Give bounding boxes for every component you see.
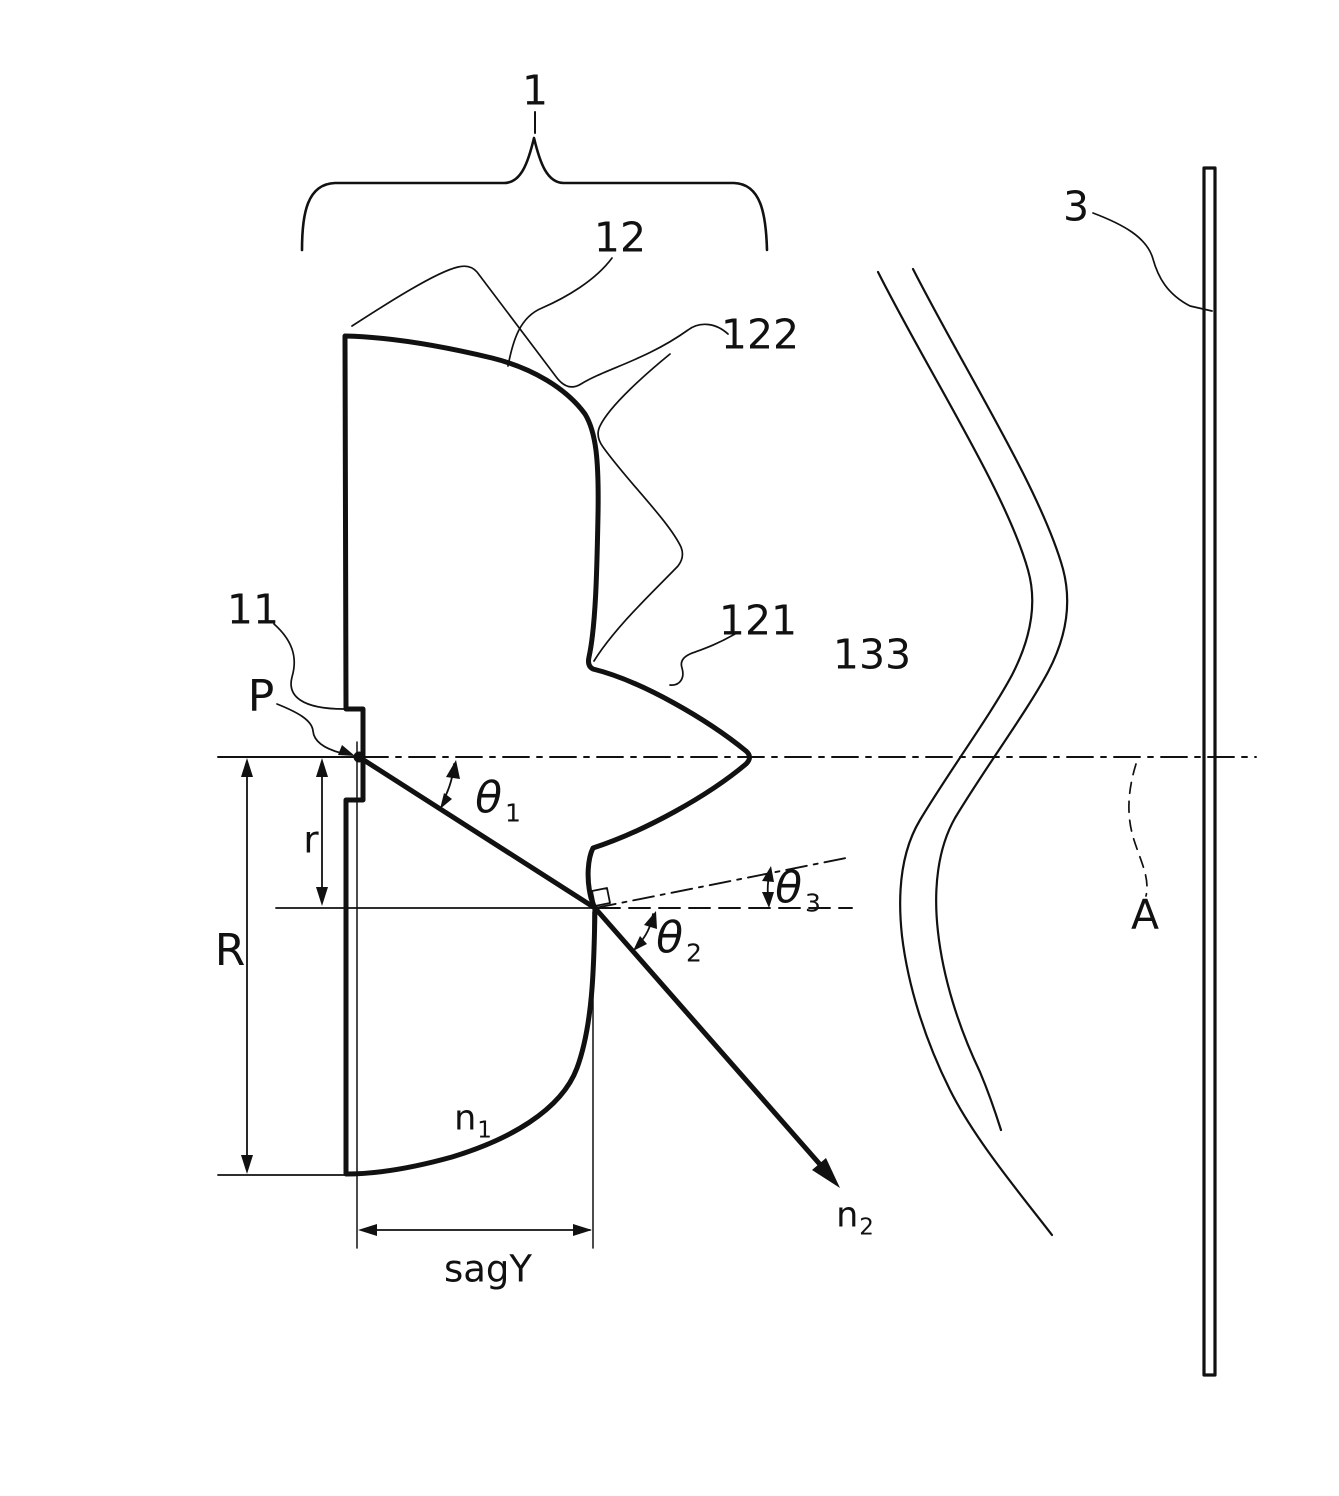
light-band-right-curve [911,267,1069,1132]
light-band-left-curve [876,270,1054,1237]
flange-outline-upper [351,265,729,388]
n2-symbol: n [836,1195,859,1236]
theta2-symbol: θ [656,912,684,964]
dimension-sagY [358,1224,592,1236]
label-lens-group: 1 [521,66,549,115]
sensor-plate [1202,166,1217,1377]
leader-P [276,703,355,756]
label-axis-a: A [1130,890,1160,939]
ray-arrowhead [812,1158,840,1188]
label-plate-3: 3 [1062,182,1090,231]
leader-12 [507,257,613,367]
leader-3 [1092,212,1213,312]
n1-symbol: n [454,1098,477,1139]
surface-normal-dashdot [594,856,852,909]
theta2-subscript: 2 [686,938,702,968]
angle-theta1-arc [440,760,460,809]
theta1-subscript: 1 [505,798,521,828]
theta3-symbol: θ [775,862,803,914]
right-angle-marker [591,887,611,907]
label-region-133: 133 [832,630,912,679]
n2-subscript: 2 [859,1214,874,1241]
label-n1: n1 [454,1098,492,1144]
label-surface-122: 122 [720,310,800,359]
angle-theta3-arrow [762,866,774,908]
dimension-R [241,758,253,1174]
leader-121 [669,633,736,686]
dimension-r [316,758,328,906]
label-radius-R: R [214,925,246,976]
label-n2: n2 [836,1195,874,1241]
lens-group-brace [300,136,769,252]
lens-body-outline [342,333,752,1177]
flange-outline-lower [593,353,684,662]
leader-11 [273,623,345,710]
label-point-p: P [247,671,275,722]
n1-subscript: 1 [477,1117,492,1144]
label-sag-y: sagY [443,1247,533,1291]
label-surface-121: 121 [718,596,798,645]
theta1-symbol: θ [475,772,503,824]
leader-A-dashed [1128,763,1148,897]
angle-theta2-arc [633,911,657,951]
theta3-subscript: 3 [805,888,821,918]
label-surface-12: 12 [593,213,647,262]
label-radius-r: r [303,818,319,862]
label-element-11: 11 [226,585,280,634]
